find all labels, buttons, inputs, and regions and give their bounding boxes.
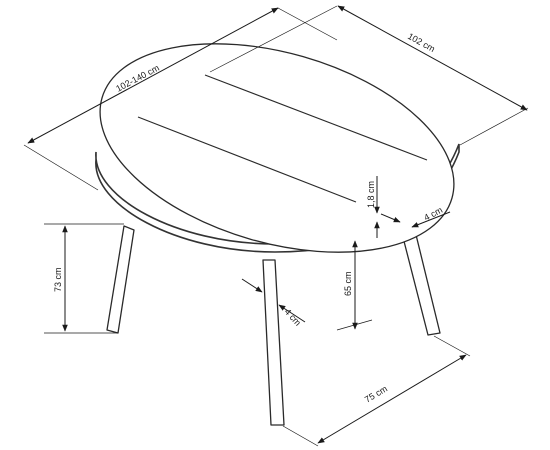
leg-span-label: 75 cm [363, 384, 389, 405]
dimension-top-thickness: 1,8 cm [366, 176, 380, 238]
leg-back-left [106, 225, 135, 334]
width-label: 102 cm [406, 31, 437, 54]
table-top-edge [95, 143, 460, 253]
clearance-label: 65 cm [343, 271, 353, 296]
leg-width-front-label: 4 cm [283, 307, 303, 328]
dimension-clearance: 65 cm [336, 240, 373, 331]
leg-front [262, 259, 285, 426]
table-height-label: 73 cm [53, 267, 63, 292]
top-thickness-label: 1,8 cm [366, 181, 376, 208]
dimension-table-height: 73 cm [44, 223, 124, 334]
dimension-leg-span: 75 cm [282, 335, 471, 447]
